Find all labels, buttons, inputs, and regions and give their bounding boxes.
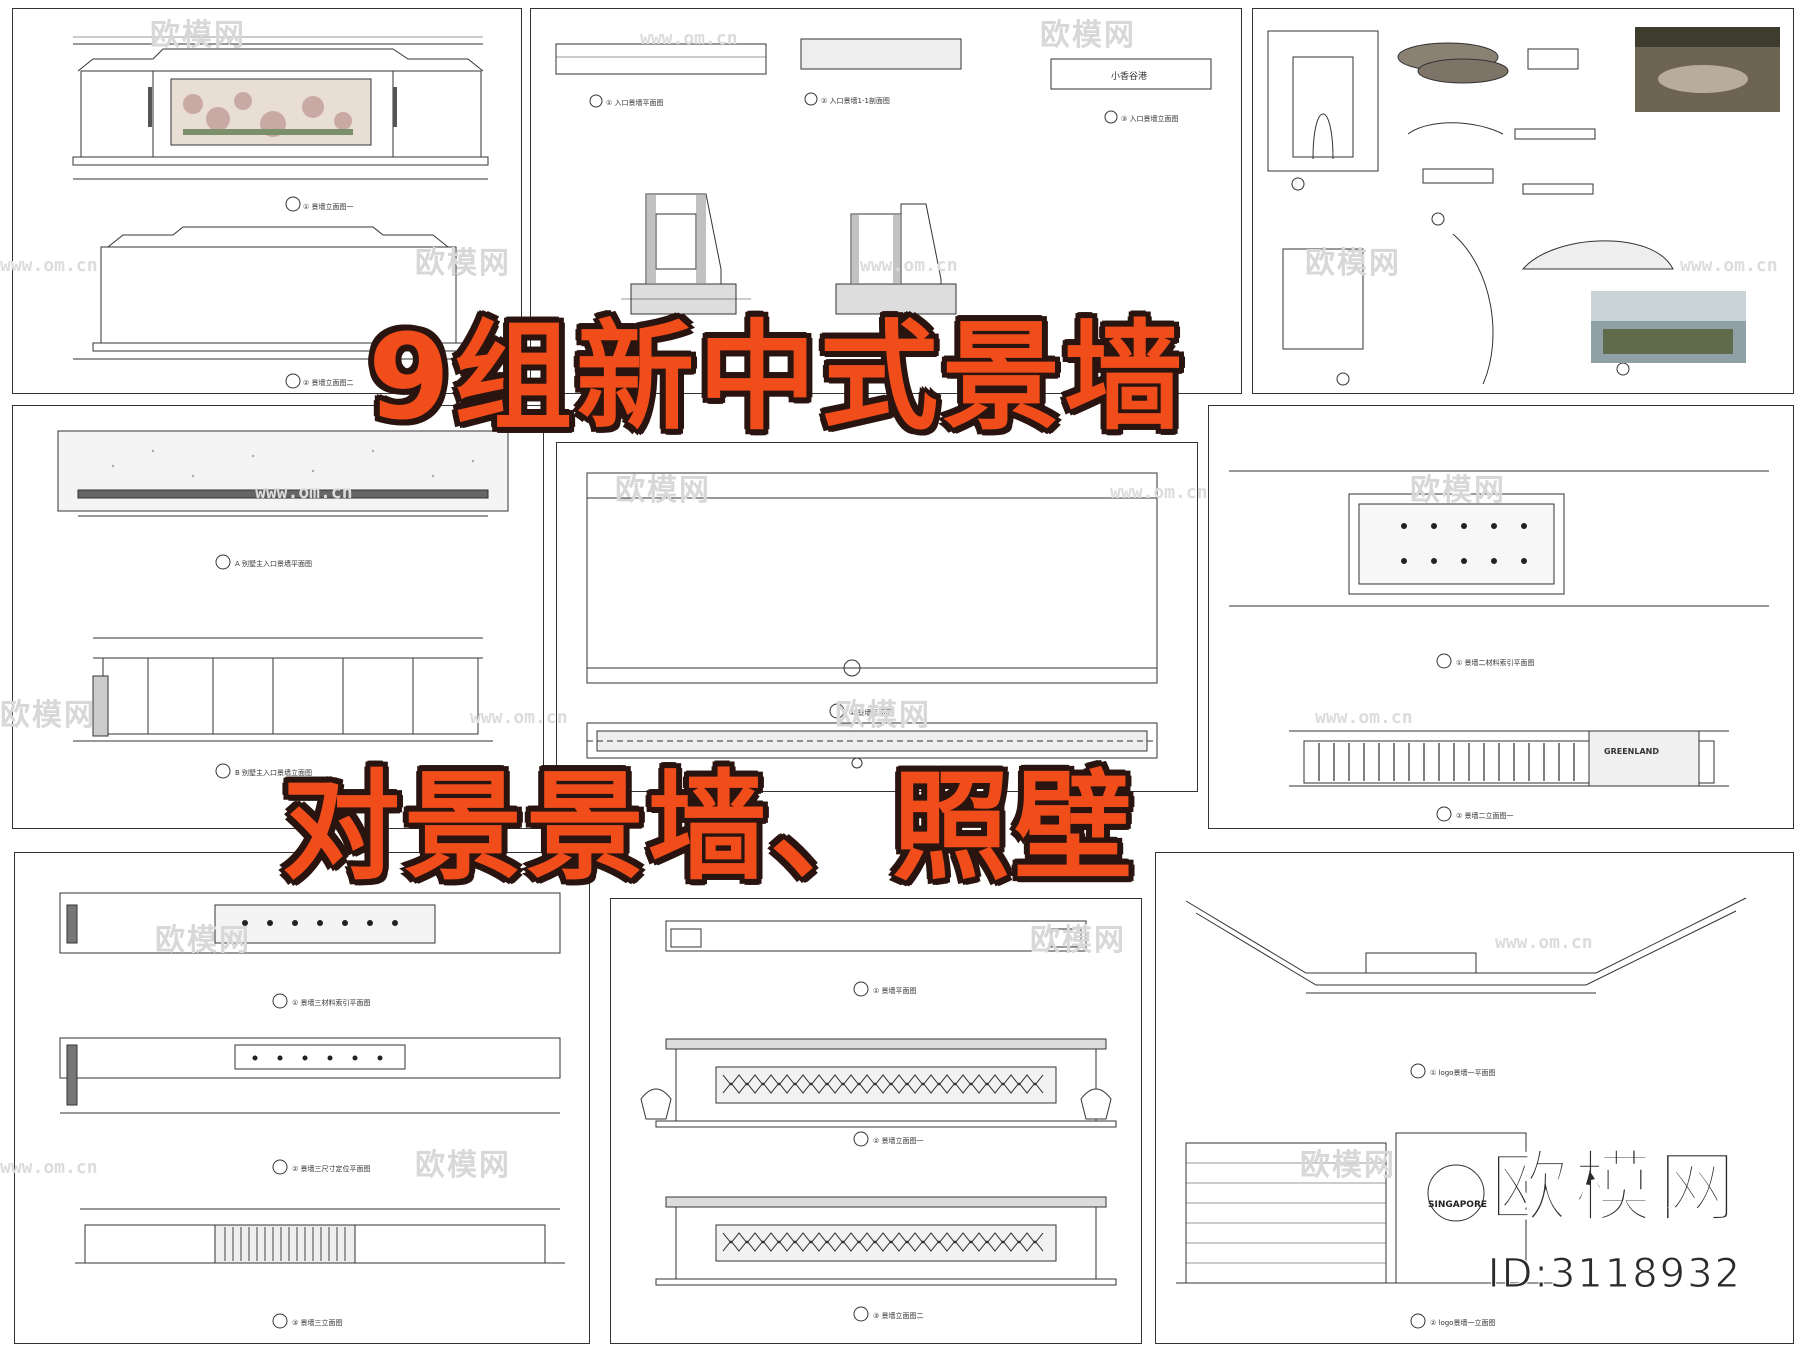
sheet4-caption-2: B 别墅主入口景墙立面图 (235, 768, 312, 777)
sheet7-caption-3: ③ 景墙三立面图 (292, 1318, 343, 1327)
sheet6-caption-2: ② 景墙二立面图一 (1456, 811, 1514, 820)
brand-logo-text: 欧模网 (1489, 1142, 1742, 1234)
plan-drawing-6: GREENLAND ① 景墙二材料索引平面图 ② 景墙二立面图一 (1229, 470, 1769, 822)
plan-drawing-4: A 别墅主入口景墙平面图 B 别墅主入口景墙立面图 (57, 430, 509, 779)
sheet8-caption-2: ② 景墙立面图一 (873, 1136, 924, 1145)
elevation-drawing-8: ① 景墙平面图 ② 景墙立面图一 ③ 景墙立面图二 (640, 920, 1117, 1322)
plan-drawing-9: SINGAPORE ① logo景墙一平面图 ② logo景墙一立面图 (1176, 897, 1747, 1329)
sheet1-caption-1: ① 景墙立面图一 (303, 202, 354, 211)
sheet7-caption-2: ② 景墙三尺寸定位平面图 (292, 1164, 371, 1173)
sheet2-caption-2: ② 入口景墙1-1剖面图 (821, 96, 890, 105)
drawing-sheet-8: ① 景墙平面图 ② 景墙立面图一 ③ 景墙立面图二 (610, 898, 1142, 1344)
drawing-sheet-6: GREENLAND ① 景墙二材料索引平面图 ② 景墙二立面图一 (1208, 405, 1794, 829)
sheet6-caption-1: ① 景墙二材料索引平面图 (1456, 658, 1535, 667)
sheet1-caption-2: ② 景墙立面图二 (303, 378, 354, 387)
sheet2-sign: 小香谷港 (1111, 70, 1147, 82)
sheet8-caption-3: ③ 景墙立面图二 (873, 1311, 924, 1320)
drawing-sheet-5: ① 景墙平面图 (556, 442, 1198, 792)
sheet2-caption-1: ① 入口景墙平面图 (606, 98, 664, 107)
sheet6-sign: GREENLAND (1604, 747, 1659, 756)
sheet9-caption-2: ② logo景墙一立面图 (1430, 1318, 1495, 1327)
sheet4-caption-1: A 别墅主入口景墙平面图 (235, 559, 312, 568)
sheet5-caption-1: ① 景墙平面图 (849, 708, 893, 717)
drawing-sheet-7: ① 景墙三材料索引平面图 ② 景墙三尺寸定位平面图 ③ 景墙三立面图 (14, 852, 590, 1344)
drawing-sheet-2: ① 入口景墙平面图 ② 入口景墙1-1剖面图 ③ 入口景墙立面图 小香谷港 (530, 8, 1242, 394)
drawing-sheet-4: A 别墅主入口景墙平面图 B 别墅主入口景墙立面图 (12, 405, 544, 829)
drawing-sheet-3 (1252, 8, 1794, 394)
elevation-drawing-1: ① 景墙立面图一 ② 景墙立面图二 (72, 36, 489, 389)
drawing-sheet-9: SINGAPORE ① logo景墙一平面图 ② logo景墙一立面图 (1155, 852, 1794, 1344)
drawing-sheet-1: ① 景墙立面图一 ② 景墙立面图二 (12, 8, 522, 394)
headline-line-1: 9组新中式景墙 (368, 308, 1187, 446)
sheet7-caption-1: ① 景墙三材料索引平面图 (292, 998, 371, 1007)
sheet9-sign: SINGAPORE (1428, 1200, 1487, 1210)
headline-line-2: 对景景墙、照壁 (282, 758, 1137, 896)
sheet8-caption-1: ① 景墙平面图 (873, 986, 917, 995)
brand-id: ID:3118932 (1487, 1251, 1742, 1298)
plan-drawing-5: ① 景墙平面图 (586, 472, 1158, 769)
sheet2-caption-3: ③ 入口景墙立面图 (1121, 114, 1179, 123)
sheet9-caption-1: ① logo景墙一平面图 (1430, 1068, 1495, 1077)
plan-drawing-7: ① 景墙三材料索引平面图 ② 景墙三尺寸定位平面图 ③ 景墙三立面图 (59, 892, 565, 1329)
section-drawing-2: ① 入口景墙平面图 ② 入口景墙1-1剖面图 ③ 入口景墙立面图 小香谷港 (555, 38, 1212, 315)
detail-drawing-3 (1267, 27, 1780, 386)
